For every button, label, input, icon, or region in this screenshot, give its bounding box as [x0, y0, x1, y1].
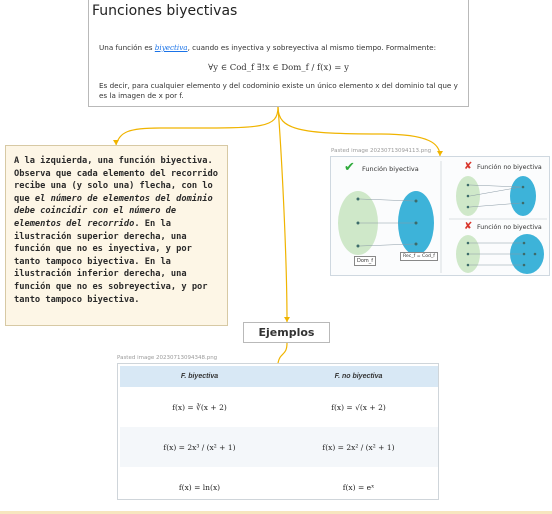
cross-icon: ✘ [464, 221, 473, 232]
image-caption: Pasted image 20230713094113.png [331, 148, 432, 154]
definition-intro: Una función es biyectiva, cuando es inye… [99, 43, 436, 52]
node-title: Funciones biyectivas [92, 3, 238, 19]
table-row: f(x) = 2x³ / (x² + 1) f(x) = 2x² / (x² +… [120, 427, 438, 467]
range-label: Rec_f = Cod_f [400, 252, 438, 261]
label-not-bijective: Función no biyectiva [477, 164, 542, 171]
table-caption: Pasted image 20230713094348.png [117, 355, 218, 361]
illustration-svg [338, 161, 547, 274]
label-not-bijective: Función no biyectiva [477, 224, 542, 231]
intro-text: Una función es [99, 43, 155, 52]
table-cell: f(x) = 2x² / (x² + 1) [279, 427, 438, 467]
ejemplos-node[interactable]: Ejemplos [243, 322, 330, 343]
table-cell: f(x) = √(x + 2) [331, 402, 386, 412]
bijection-illustration[interactable]: ✔ Función biyectiva ✘ Función no biyecti… [330, 156, 550, 276]
cross-icon: ✘ [464, 161, 473, 172]
explanation-part2: . En la ilustración superior derecha, un… [14, 218, 208, 305]
explanation-emphasis: el número de elementos del dominio debe … [14, 193, 213, 229]
table-cell: f(x) = ∛(x + 2) [172, 402, 227, 412]
intro-text-after: , cuando es inyectiva y sobreyectiva al … [187, 43, 436, 52]
table-row: f(x) = ∛(x + 2) f(x) = √(x + 2) [120, 387, 438, 427]
examples-table: F. biyectiva F. no biyectiva f(x) = ∛(x … [120, 366, 438, 507]
label-bijective: Función biyectiva [362, 165, 419, 173]
biyectiva-link[interactable]: biyectiva [154, 43, 188, 52]
table-cell: f(x) = ln(x) [178, 482, 221, 492]
examples-table-image[interactable]: F. biyectiva F. no biyectiva f(x) = ∛(x … [117, 363, 439, 500]
definition-explanation: Es decir, para cualquier elemento y del … [99, 81, 458, 100]
header-not-bijective: F. no biyectiva [279, 366, 438, 387]
explanation-part1: A la izquierda, una función biyectiva. O… [14, 156, 218, 204]
definition-node[interactable]: Funciones biyectivas Una función es biye… [88, 0, 469, 107]
table-cell: f(x) = 2x³ / (x² + 1) [120, 427, 279, 467]
explanation-node[interactable]: A la izquierda, una función biyectiva. O… [5, 145, 228, 326]
explanation-text: A la izquierda, una función biyectiva. O… [14, 155, 222, 306]
bottom-divider [0, 511, 552, 514]
formal-definition: ∀y ∈ Cod_f ∃!x ∈ Dom_f / f(x) = y [208, 63, 349, 73]
table-row: f(x) = ln(x) f(x) = eˣ [120, 467, 438, 507]
table-header-row: F. biyectiva F. no biyectiva [120, 366, 438, 387]
header-bijective: F. biyectiva [120, 366, 279, 387]
table-cell: f(x) = eˣ [342, 482, 375, 492]
check-icon: ✔ [344, 160, 355, 175]
domain-label: Dom_f [354, 256, 377, 266]
